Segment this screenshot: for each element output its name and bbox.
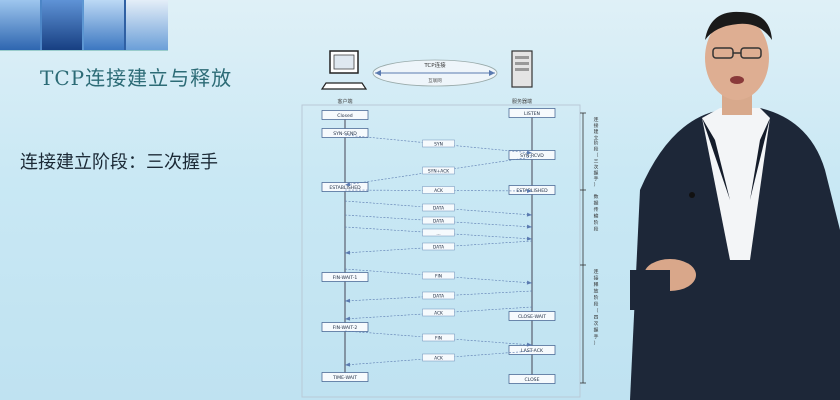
client-state-box: Closed (321, 110, 369, 120)
server-state-label: CLOSE-WAIT (518, 314, 546, 320)
client-state-box: SYN-SEND (321, 128, 369, 138)
server-state-label: LISTEN (524, 111, 540, 117)
server-state-box: SYN-RCVD (508, 150, 556, 160)
network-label: TCP连接 (423, 61, 446, 69)
message-arrow: FIN (344, 268, 533, 285)
message-label: DATA (433, 245, 444, 251)
diagram-frame (301, 104, 581, 398)
presenter-photo (610, 0, 840, 400)
client-state-label: TIME-WAIT (332, 375, 357, 381)
message-arrow: DATA (344, 200, 533, 217)
slide-title: TCP连接建立与释放 (40, 66, 233, 90)
message-label: DATA (433, 294, 444, 300)
client-state-label: SYN-SEND (333, 131, 357, 137)
network-sub-label: 互联网 (428, 77, 442, 84)
message-arrow: DATA (344, 290, 533, 303)
server-state-label: LAST-ACK (521, 348, 544, 354)
message-label: ACK (434, 188, 443, 194)
client-state-label: FIN-WAIT-1 (333, 275, 358, 281)
message-label: DATA (433, 219, 444, 225)
message-label: ACK (434, 356, 443, 362)
server-caption: 服务器端 (512, 98, 532, 105)
message-label: ACK (434, 311, 443, 317)
message-label: DATA (433, 206, 444, 212)
client-state-box: FIN-WAIT-1 (321, 272, 369, 282)
server-state-label: CLOSE (524, 377, 539, 383)
client-state-box: TIME-WAIT (321, 372, 369, 382)
server-state-group: LISTEN SYN-RCVD ESTABLISHED CLOSE-WAIT LAST-… (508, 108, 556, 384)
phase-label: 连接建立阶段（三次握手） (594, 116, 599, 188)
message-label: FIN (435, 274, 442, 280)
phase-label: 数据传输阶段 (594, 193, 599, 233)
message-arrow: SYN (344, 134, 533, 155)
server-state-box: ESTABLISHED (508, 185, 556, 195)
client-state-box: FIN-WAIT-2 (321, 322, 369, 332)
message-arrow: ACK (344, 306, 533, 321)
message-arrow: FIN (344, 330, 533, 347)
message-label: SYN+ACK (428, 169, 449, 175)
server-state-label: SYN-RCVD (520, 153, 544, 159)
internet-cloud-icon (372, 59, 498, 87)
message-arrow: ACK (344, 350, 533, 367)
client-state-label: Closed (337, 113, 353, 119)
header-banner-image (0, 0, 168, 51)
message-label: SYN (434, 142, 443, 148)
message-arrow-group: SYN SYN+ACK ACK DATA DATA... DATA FIN DATA ACK FI… (344, 134, 533, 367)
server-state-box: LAST-ACK (508, 345, 556, 355)
client-state-label: ESTABLISHED (329, 185, 361, 191)
message-arrow: SYN+ACK (344, 156, 533, 187)
client-state-box: ESTABLISHED (321, 182, 369, 192)
server-state-box: CLOSE-WAIT (508, 311, 556, 321)
server-icon (511, 50, 533, 88)
client-state-label: FIN-WAIT-2 (333, 325, 358, 331)
message-arrow: DATA (344, 240, 533, 255)
phase-bracket (580, 112, 586, 384)
server-state-box: LISTEN (508, 108, 556, 118)
computer-icon (320, 50, 368, 90)
message-label: FIN (435, 336, 442, 342)
phase-label: 连接释放阶段（四次握手） (594, 268, 599, 347)
server-state-label: ESTABLISHED (516, 188, 548, 194)
phase-heading: 连接建立阶段：三次握手 (20, 152, 218, 173)
message-arrow: ... (344, 226, 533, 241)
message-arrow: DATA (344, 214, 533, 229)
client-caption: 客户端 (337, 98, 352, 105)
message-label: ... (436, 232, 440, 237)
server-state-box: CLOSE (508, 374, 556, 384)
message-arrow: ACK (344, 186, 533, 194)
